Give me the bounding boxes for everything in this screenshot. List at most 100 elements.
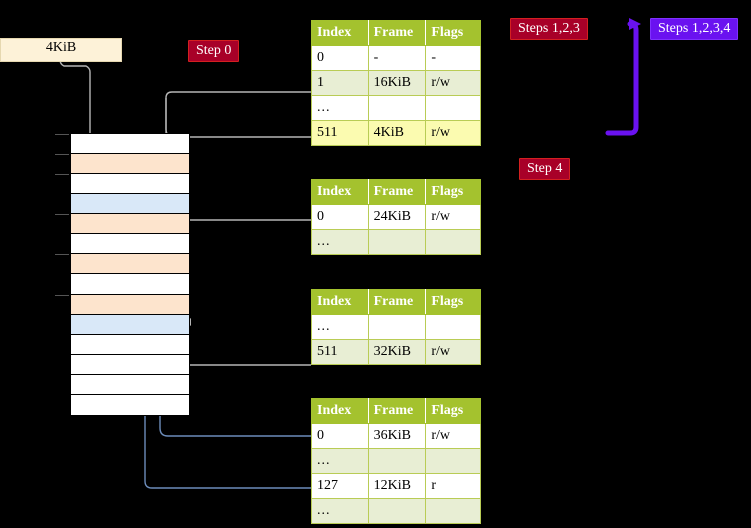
memory-frame-6 [71,254,189,275]
table-row: ... [311,95,481,121]
page-size-box: 4KiB [0,38,122,62]
column-header-frame: Frame [367,179,427,205]
memory-frame-7 [71,274,189,295]
column-header-flags: Flags [425,179,481,205]
column-header-flags: Flags [425,289,481,315]
cell-frame: 12KiB [367,473,427,499]
memory-frame-8 [71,294,189,315]
cell-frame [367,498,427,524]
table-row: ... [311,314,481,340]
memory-frame-tick-4 [55,214,69,216]
connector-l2-up [183,318,311,366]
cell-frame: 4KiB [367,120,427,146]
purple-bracket-arrow [605,17,641,136]
memory-frame-1 [71,154,189,175]
memory-frame-10 [71,334,189,355]
cell-flags: - [425,45,481,71]
column-header-flags: Flags [425,20,481,46]
memory-frame-2 [71,174,189,195]
cell-index: 511 [311,120,369,146]
column-header-index: Index [311,398,369,424]
badge-step-0-label: Step 0 [196,43,232,58]
cell-frame: - [367,45,427,71]
cell-index: 1 [311,70,369,96]
cell-index: 0 [311,204,369,230]
badge-step-0: Step 0 [188,40,240,62]
memory-frame-9 [71,314,189,335]
badge-steps-1234-label: Steps 1,2,3,4 [658,21,731,36]
cell-flags: r/w [425,120,481,146]
column-header-index: Index [311,289,369,315]
cell-frame [367,229,427,255]
badge-step-4-label: Step 4 [527,161,563,176]
badge-steps-1234: Steps 1,2,3,4 [650,18,739,40]
badge-step-4: Step 4 [519,158,571,180]
badge-steps-123: Steps 1,2,3 [510,18,588,40]
column-header-flags: Flags [425,398,481,424]
cell-index: 127 [311,473,369,499]
column-header-frame: Frame [367,20,427,46]
column-header-frame: Frame [367,398,427,424]
memory-frame-5 [71,234,189,255]
table-row: ... [311,229,481,255]
cell-flags: r [425,473,481,499]
cell-frame [367,314,427,340]
memory-frame-tick-0 [55,134,69,135]
cell-index: ... [311,229,369,255]
memory-frame-tick-1 [55,154,69,156]
connector-l4-loop [165,91,311,138]
cell-flags: r/w [425,423,481,449]
badge-steps-123-label: Steps 1,2,3 [518,21,580,36]
cell-index: 511 [311,339,369,365]
table-row: ... [311,448,481,474]
cell-flags: r/w [425,204,481,230]
memory-frame-tick-8 [55,294,69,296]
cell-index: 0 [311,45,369,71]
cell-flags: r/w [425,339,481,365]
cell-frame: 16KiB [367,70,427,96]
memory-frame-tick-2 [55,174,69,176]
memory-frame-12 [71,374,189,395]
cell-flags [425,229,481,255]
column-header-frame: Frame [367,289,427,315]
cell-frame: 32KiB [367,339,427,365]
cell-index: ... [311,314,369,340]
memory-frame-3 [71,194,189,215]
cell-flags [425,95,481,121]
memory-frame-4 [71,214,189,235]
cell-index: 0 [311,423,369,449]
cell-frame: 36KiB [367,423,427,449]
cell-frame: 24KiB [367,204,427,230]
cell-frame [367,95,427,121]
cell-index: ... [311,95,369,121]
cell-frame [367,448,427,474]
cell-index: ... [311,498,369,524]
memory-frame-13 [71,394,189,415]
physical-memory-column [70,133,190,416]
column-header-index: Index [311,179,369,205]
memory-frame-0 [71,134,189,155]
cell-index: ... [311,448,369,474]
cell-flags: r/w [425,70,481,96]
cell-flags [425,314,481,340]
memory-frame-tick-6 [55,254,69,256]
table-row: 0-- [311,45,481,71]
column-header-index: Index [311,20,369,46]
cell-flags [425,448,481,474]
table-row: ... [311,498,481,524]
